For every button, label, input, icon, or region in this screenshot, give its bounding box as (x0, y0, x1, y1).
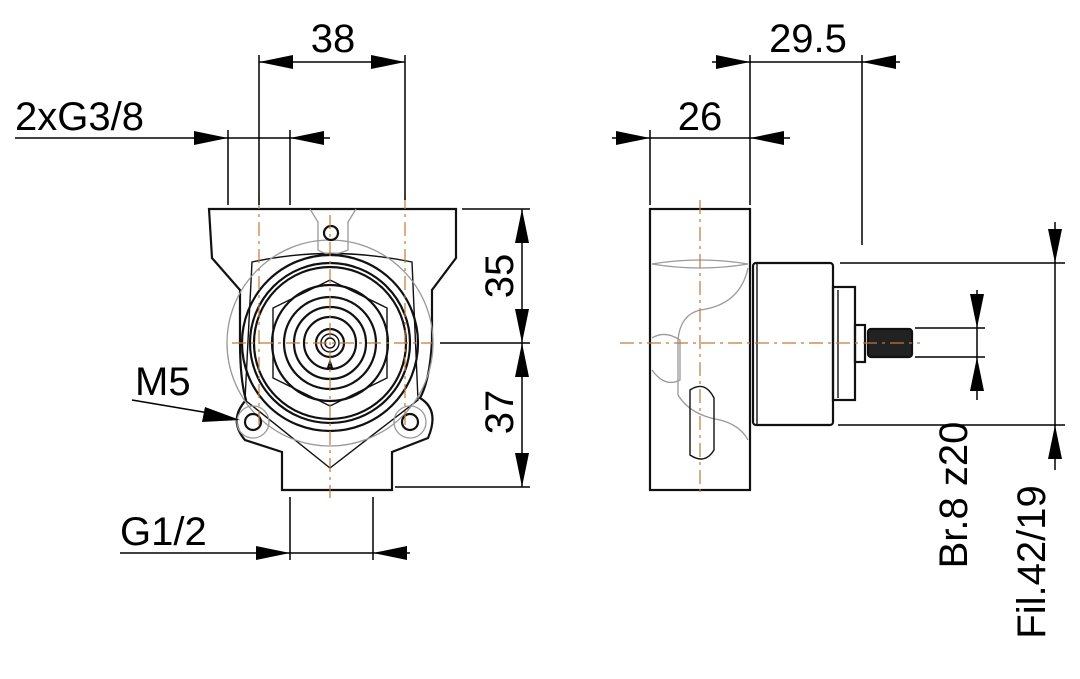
dim-total-depth-label: 29.5 (769, 17, 847, 61)
dim-width-label: 38 (311, 17, 356, 61)
dim-body-depth-label: 26 (678, 95, 723, 139)
dim-outlet-label: G1/2 (120, 510, 207, 554)
dim-thread-label: Fil.42/19 (1010, 485, 1054, 638)
front-dimensions: 38 2xG3/8 35 37 M5 G1/2 (15, 17, 530, 560)
side-view (620, 200, 920, 495)
dim-upper-height-label: 35 (478, 254, 522, 299)
dim-inlets-label: 2xG3/8 (15, 95, 144, 139)
dim-lower-height-label: 37 (478, 390, 522, 435)
dim-m5-label: M5 (135, 360, 191, 404)
dim-spline-label: Br.8 z20 (932, 422, 976, 569)
front-view (207, 195, 458, 498)
side-dimensions: 26 29.5 Br.8 z20 Fil.42/19 (612, 17, 1065, 639)
